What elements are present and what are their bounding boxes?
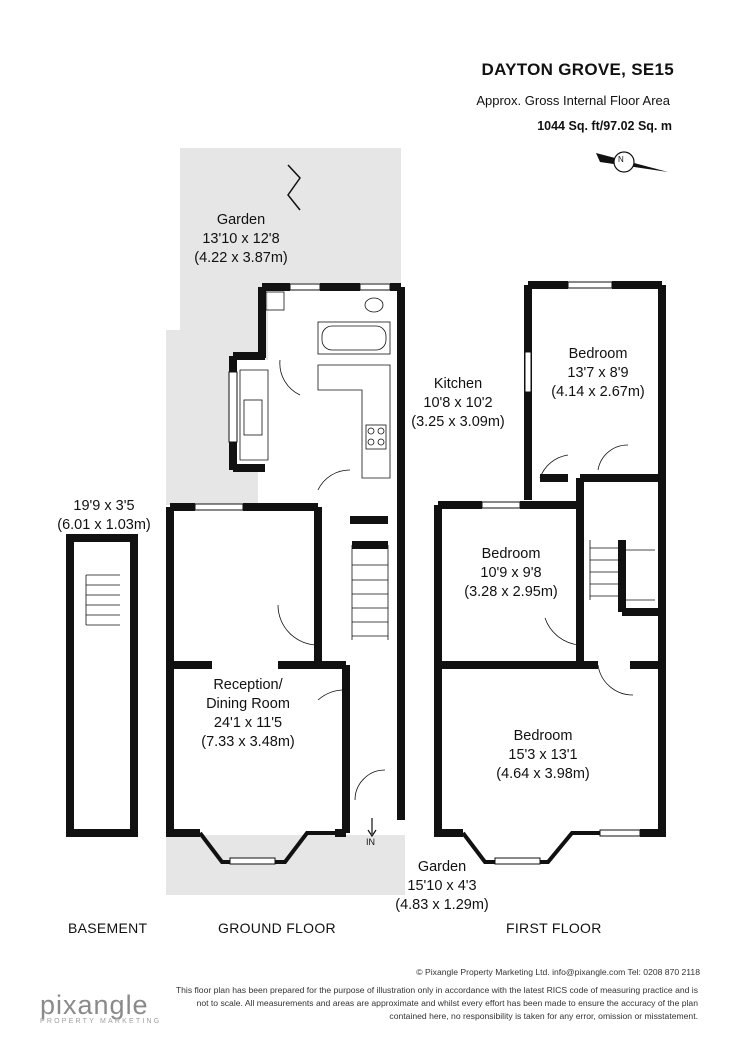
room-name: Bedroom [513,728,573,744]
room-dims: 15'10 x 4'3 [407,878,477,894]
kitchen-label: Kitchen 10'8 x 10'2 (3.25 x 3.09m) [402,375,514,432]
room-metric: (3.25 x 3.09m) [411,414,505,430]
room-metric: (4.14 x 2.67m) [551,384,645,400]
disclaimer-line: contained here, no responsibility is tak… [389,1011,698,1021]
rear-garden-area [166,148,401,505]
room-name: Bedroom [481,546,541,562]
ground-floor-name: GROUND FLOOR [218,920,336,936]
front-garden-area [166,835,405,895]
basement-walls [66,534,138,837]
entrance-arrow-icon [367,818,377,838]
room-metric: (6.01 x 1.03m) [57,517,151,533]
ground-floor-walls [166,283,405,837]
basement-stairs [85,574,120,626]
room-metric: (3.28 x 2.95m) [464,584,558,600]
front-garden-label: Garden 15'10 x 4'3 (4.83 x 1.29m) [386,858,498,915]
kitchen-fixtures [239,291,391,801]
disclaimer-line: not to scale. All measurements and areas… [196,998,698,1008]
ground-bay-window [198,831,335,864]
floor-area-caption: Approx. Gross Internal Floor Area [476,93,670,108]
compass-icon [596,151,668,173]
room-name: Garden [417,859,467,875]
basement-label: 19'9 x 3'5 (6.01 x 1.03m) [46,497,162,535]
first-floor-fixtures [539,444,655,696]
room-dims: 13'7 x 8'9 [567,365,629,381]
room-name: Garden [216,212,266,228]
room-dims: 13'10 x 12'8 [202,231,280,247]
room-name: Bedroom [568,346,628,362]
room-dims: 19'9 x 3'5 [73,498,135,514]
floor-area-value: 1044 Sq. ft/97.02 Sq. m [537,119,672,133]
footer-copyright: © Pixangle Property Marketing Ltd. info@… [416,967,700,977]
compass-north-label: N [618,155,624,164]
room-name: Kitchen [433,376,483,392]
property-title: DAYTON GROVE, SE15 [481,60,674,79]
reception-label: Reception/ Dining Room 24'1 x 11'5 (7.33… [188,676,308,752]
rear-garden-label: Garden 13'10 x 12'8 (4.22 x 3.87m) [186,211,296,268]
bedroom-rear-label: Bedroom 13'7 x 8'9 (4.14 x 2.67m) [542,345,654,402]
room-dims: 15'3 x 13'1 [508,747,578,763]
first-floor-name: FIRST FLOOR [506,920,602,936]
disclaimer-line: This floor plan has been prepared for th… [175,985,698,995]
logo-wordmark: pixangle [40,990,149,1020]
room-metric: (7.33 x 3.48m) [201,734,295,750]
footer-disclaimer: This floor plan has been prepared for th… [138,984,698,1023]
entrance-label: IN [366,837,375,847]
garden-break-line [287,164,301,211]
bedroom-front-label: Bedroom 15'3 x 13'1 (4.64 x 3.98m) [487,727,599,784]
logo-tagline: PROPERTY MARKETING [40,1018,162,1025]
basement-floor-name: BASEMENT [68,920,148,936]
first-bay-window [461,831,600,864]
room-metric: (4.64 x 3.98m) [496,766,590,782]
room-dims: 10'9 x 9'8 [480,565,542,581]
room-dims: 10'8 x 10'2 [423,395,493,411]
room-dims: 24'1 x 11'5 [213,715,283,731]
room-name-2: Dining Room [206,696,290,712]
room-metric: (4.22 x 3.87m) [194,250,288,266]
room-metric: (4.83 x 1.29m) [395,897,489,913]
room-name: Reception/ [213,677,283,693]
pixangle-logo: pixangle PROPERTY MARKETING [40,990,161,1025]
bedroom-middle-label: Bedroom 10'9 x 9'8 (3.28 x 2.95m) [455,545,567,602]
